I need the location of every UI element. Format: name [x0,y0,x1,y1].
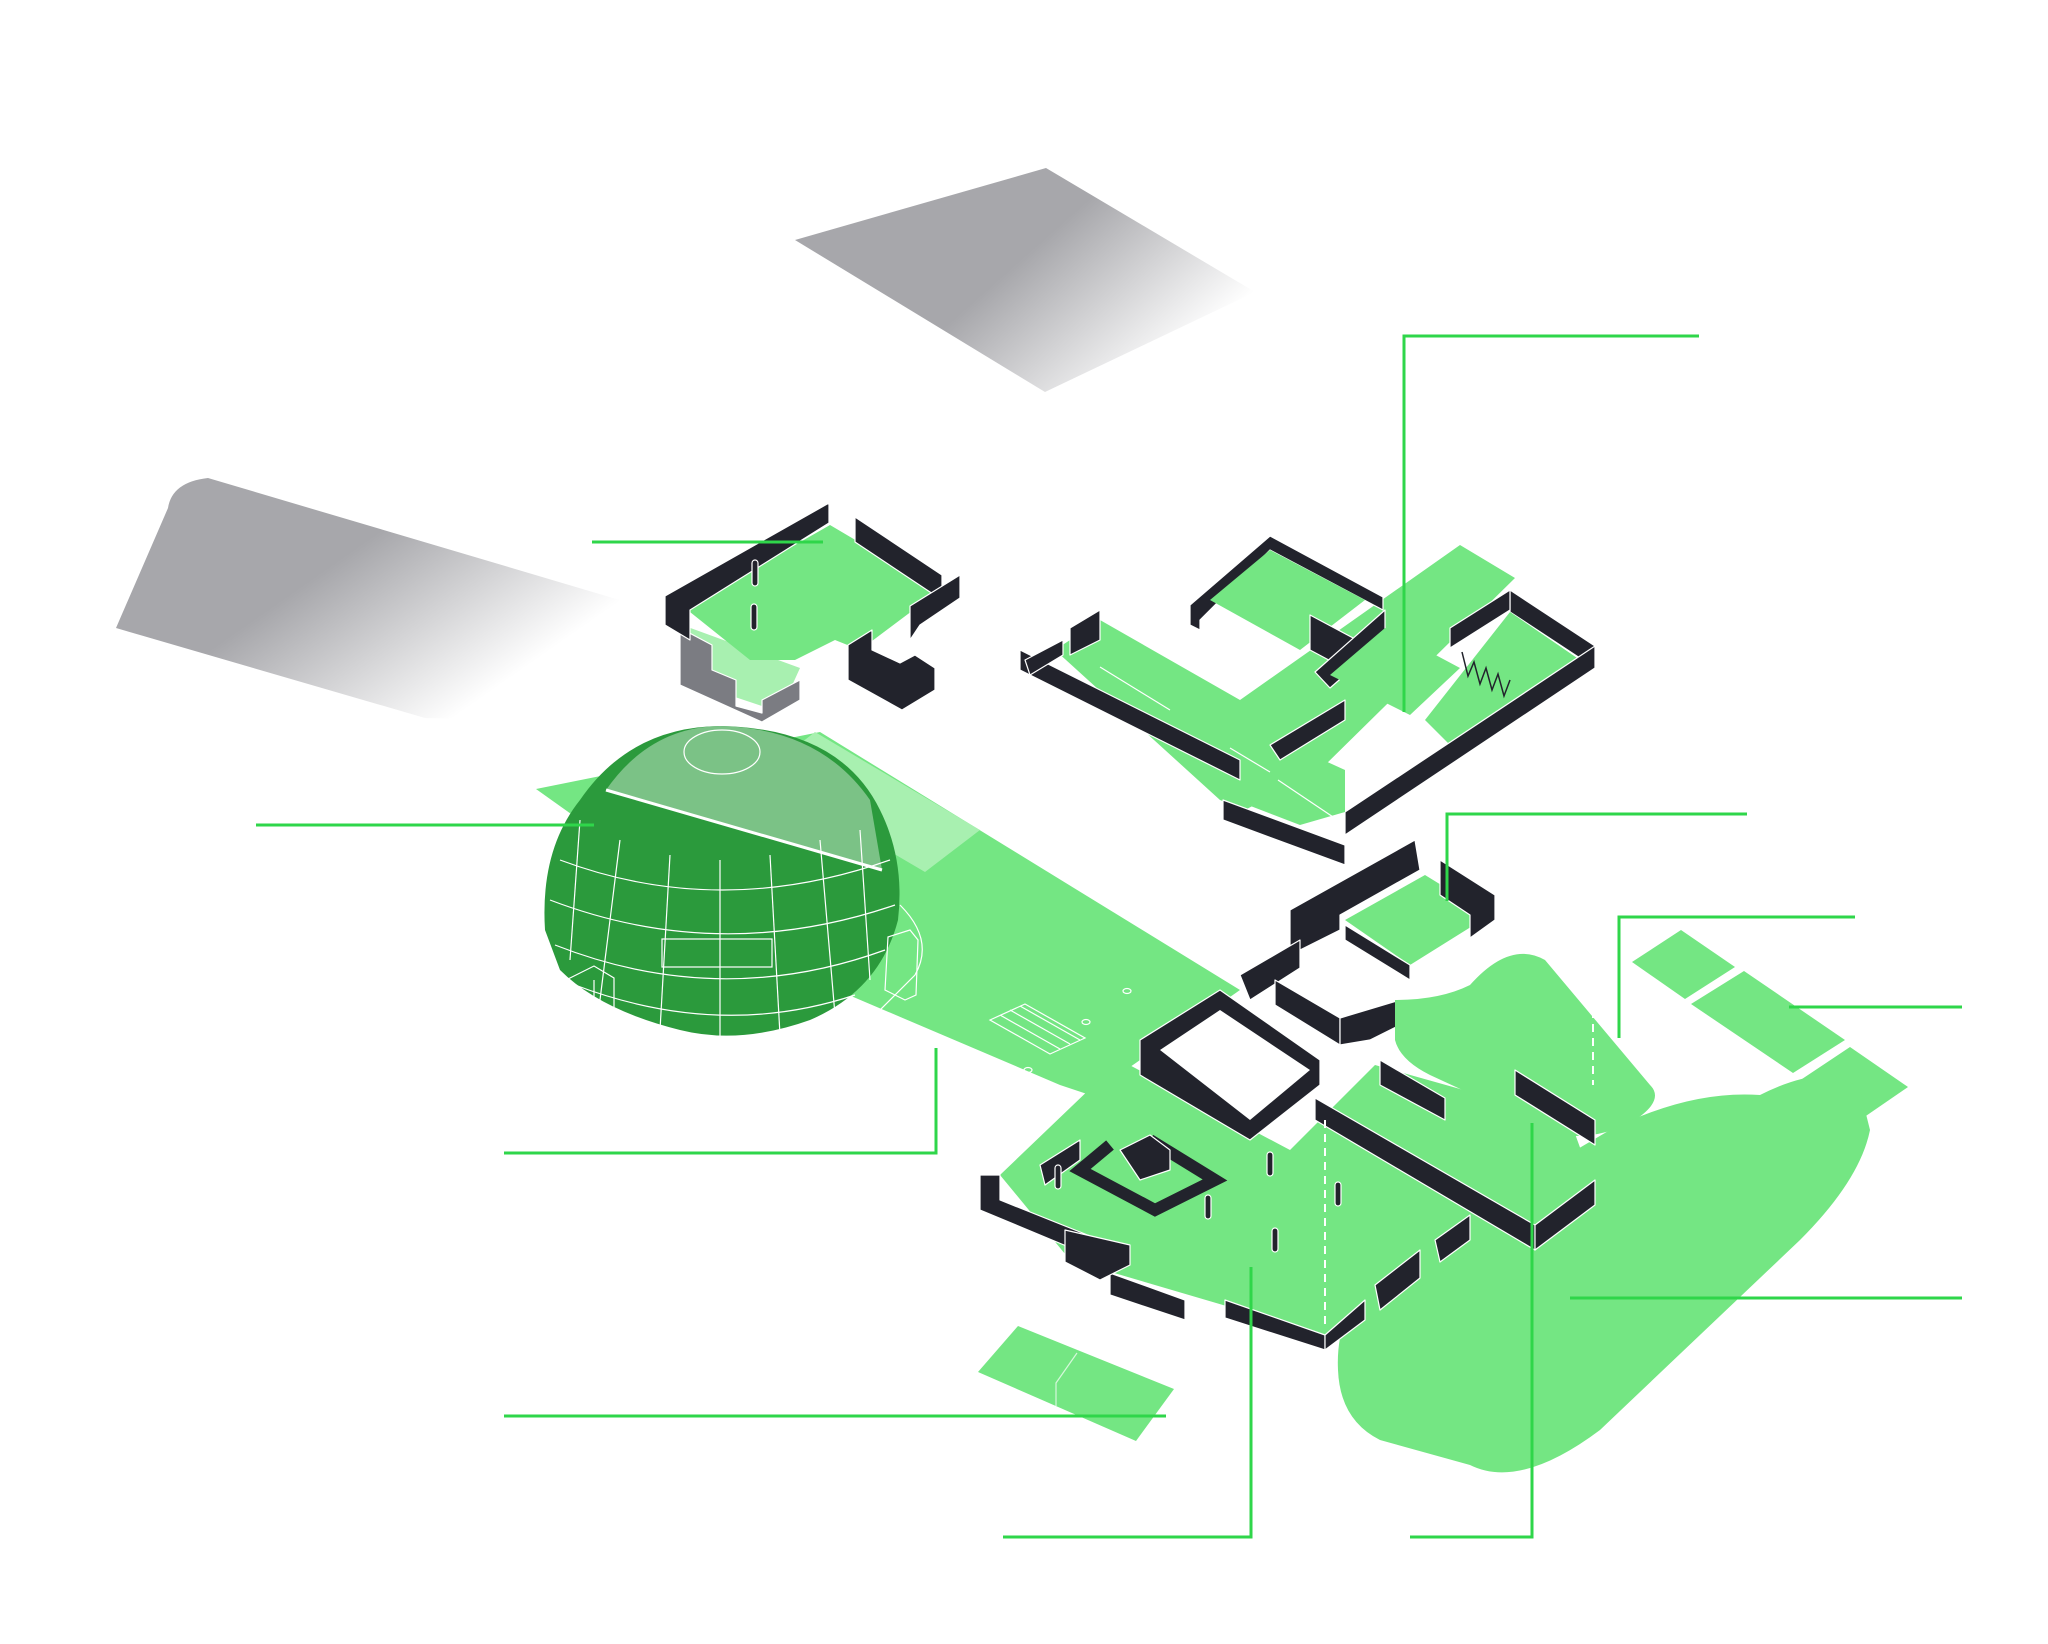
wall [1039,1139,1081,1186]
dome-window [661,938,773,968]
wall [1534,1179,1596,1251]
wall [1019,649,1241,781]
column [1271,1227,1279,1253]
path-pads [1632,930,1908,1120]
dome-entrance-right [884,929,919,1001]
floor-mark [1229,747,1271,773]
dome-panel-lines [549,819,896,1040]
dome-ring-outline [819,904,923,1051]
bollard [1023,1066,1033,1074]
floor-plate [1330,628,1460,715]
wall [1339,999,1401,1046]
column [751,559,759,587]
wall [1069,609,1101,656]
column [750,603,758,631]
floor-plate [685,525,940,660]
plaza-steps [988,1003,1087,1055]
dome-entrance-left [565,965,615,1021]
floor-plate [1235,745,1345,825]
column [1334,1181,1342,1207]
wall [1449,589,1511,649]
roof-plane-upper [795,168,1255,392]
floor-plate [685,626,800,712]
lower-pad-plane [978,1326,1174,1441]
garden-blob [1395,953,1655,1136]
floor-mark [1099,666,1171,711]
leader-east-wing [1410,1123,1534,1539]
oval-lawn [1337,1076,1870,1473]
wall [1344,645,1596,836]
wall [1064,1229,1131,1281]
wall [847,629,936,711]
floor-mark [1277,779,1346,826]
building-upper-left [664,502,961,723]
leader-middle-building [1445,812,1747,901]
stair-icon [1461,651,1511,699]
lower-pad [978,1326,1174,1441]
leader-main-building [1003,1267,1253,1539]
dome-cut-line [605,788,883,872]
bollard [1081,1018,1091,1026]
column [1054,1164,1062,1190]
wall [1024,639,1064,676]
bollard [1122,987,1132,995]
wall [1379,1059,1446,1121]
ramp-loop [1069,1134,1228,1217]
leader-upper-right-building [1402,334,1699,712]
leader-plaza [504,1048,938,1155]
wall [1119,1134,1171,1181]
building-upper-right [1019,535,1596,866]
roof-plane-left [116,478,640,722]
courtyard [1160,1010,1310,1120]
leader-garden-blob [1617,915,1855,1038]
wall [1269,699,1346,761]
wall [909,574,961,641]
wall [1514,1069,1596,1146]
leader-lines [256,334,1962,1539]
wall [1222,799,1346,866]
dome-cap-translucent [606,726,882,870]
wall [1344,924,1411,981]
wall [1239,939,1301,1001]
wall [1374,1249,1421,1311]
floor-plate [1425,612,1580,745]
wall [664,502,830,641]
dome-oculus [683,729,761,775]
wall [1439,859,1496,939]
building-middle [1239,839,1496,1046]
wall [1434,1214,1471,1263]
wall [1324,1299,1366,1351]
floor-plate [1000,1060,1590,1335]
column [1204,1194,1212,1220]
column [1266,1151,1274,1177]
geodesic-dome [544,726,923,1051]
wall [1109,1272,1186,1321]
grey-wall-base [679,627,801,723]
lower-pad-edge [1055,1352,1078,1406]
